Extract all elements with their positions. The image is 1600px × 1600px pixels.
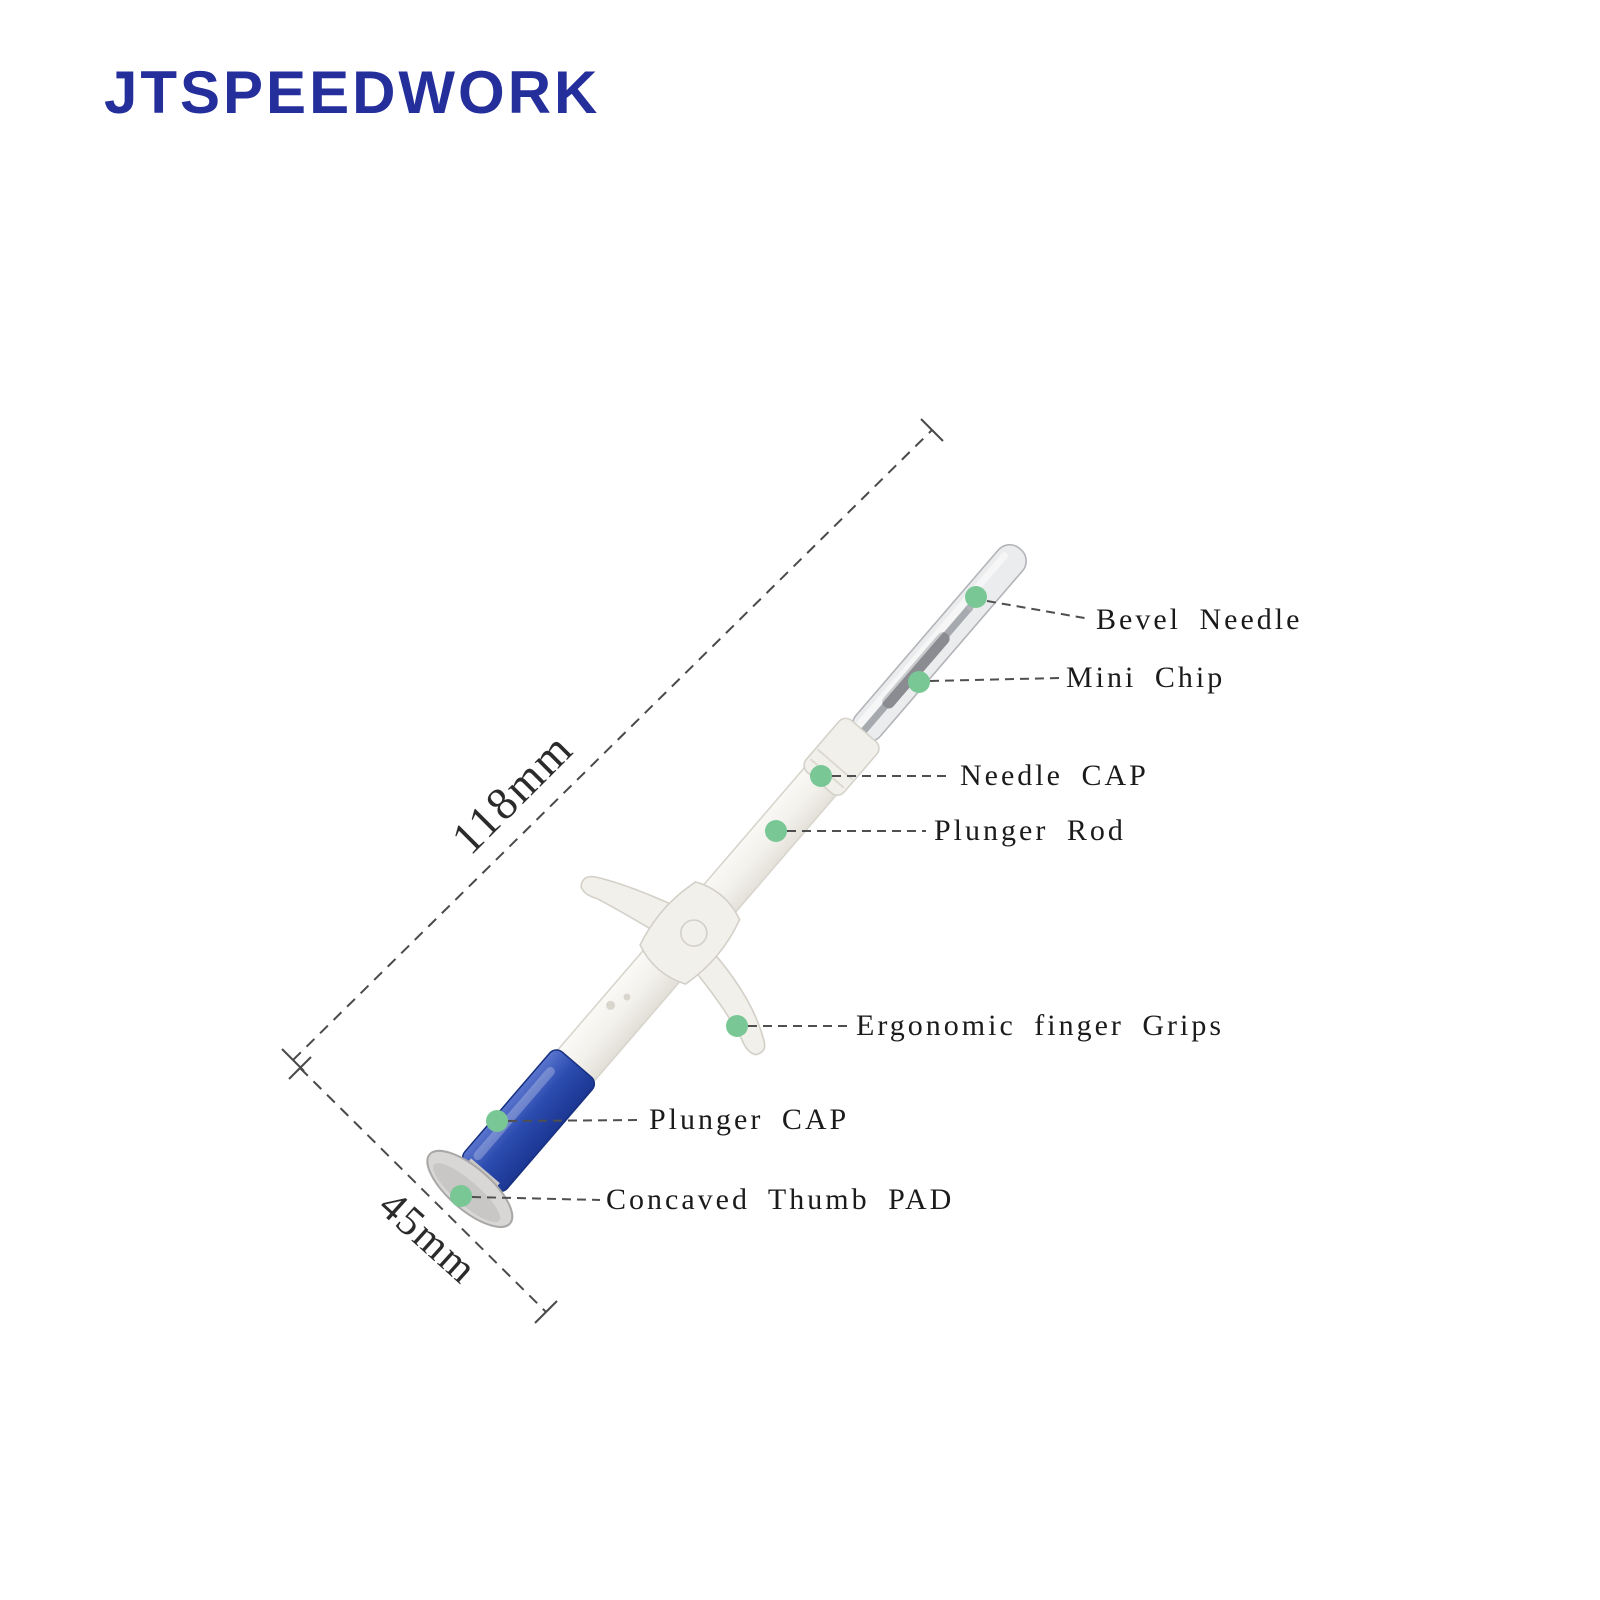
callout-label-finger-grips: Ergonomic finger Grips [856,1009,1225,1042]
mini-chip [882,632,950,709]
callout-dot-plunger-rod [765,820,787,842]
barrel-detail-dot [606,1000,616,1010]
leader-plunger-cap [507,1119,644,1122]
callout-label-thumb-pad: Concaved Thumb PAD [606,1183,955,1216]
callout-dot-finger-grips [726,1015,748,1037]
dimension-line-45mm [288,1056,558,1324]
callout-label-bevel-needle: Bevel Needle [1096,603,1303,636]
barrel-detail-dot [623,993,631,1001]
grip-emboss [680,919,708,947]
callout-dot-mini-chip [908,671,930,693]
callout-leaders [471,600,1091,1201]
callout-dot-plunger-cap [486,1110,508,1132]
callout-label-needle-cap: Needle CAP [960,759,1149,792]
grip-boss [639,881,741,985]
callout-dots [450,586,987,1207]
plunger-highlight [473,1067,555,1161]
dimension-tick [288,1056,312,1080]
syringe-illustration [426,543,1027,1228]
dimension-tick [920,418,944,442]
callout-dot-needle-cap [810,765,832,787]
leader-mini-chip [929,677,1061,682]
leader-thumb-pad [471,1196,601,1201]
callout-dot-thumb-pad [450,1185,472,1207]
brand-logo: JTSPEEDWORK [104,59,601,126]
needle-cover-clear [851,543,1027,743]
needle-cover-highlight [856,552,1008,727]
callout-label-mini-chip: Mini Chip [1066,661,1226,694]
dimension-tick [534,1300,558,1324]
callout-label-plunger-cap: Plunger CAP [649,1103,850,1136]
leader-bevel-needle [986,600,1091,620]
finger-grips [580,875,766,1056]
callout-label-plunger-rod: Plunger Rod [934,814,1126,847]
callout-dot-bevel-needle [965,586,987,608]
